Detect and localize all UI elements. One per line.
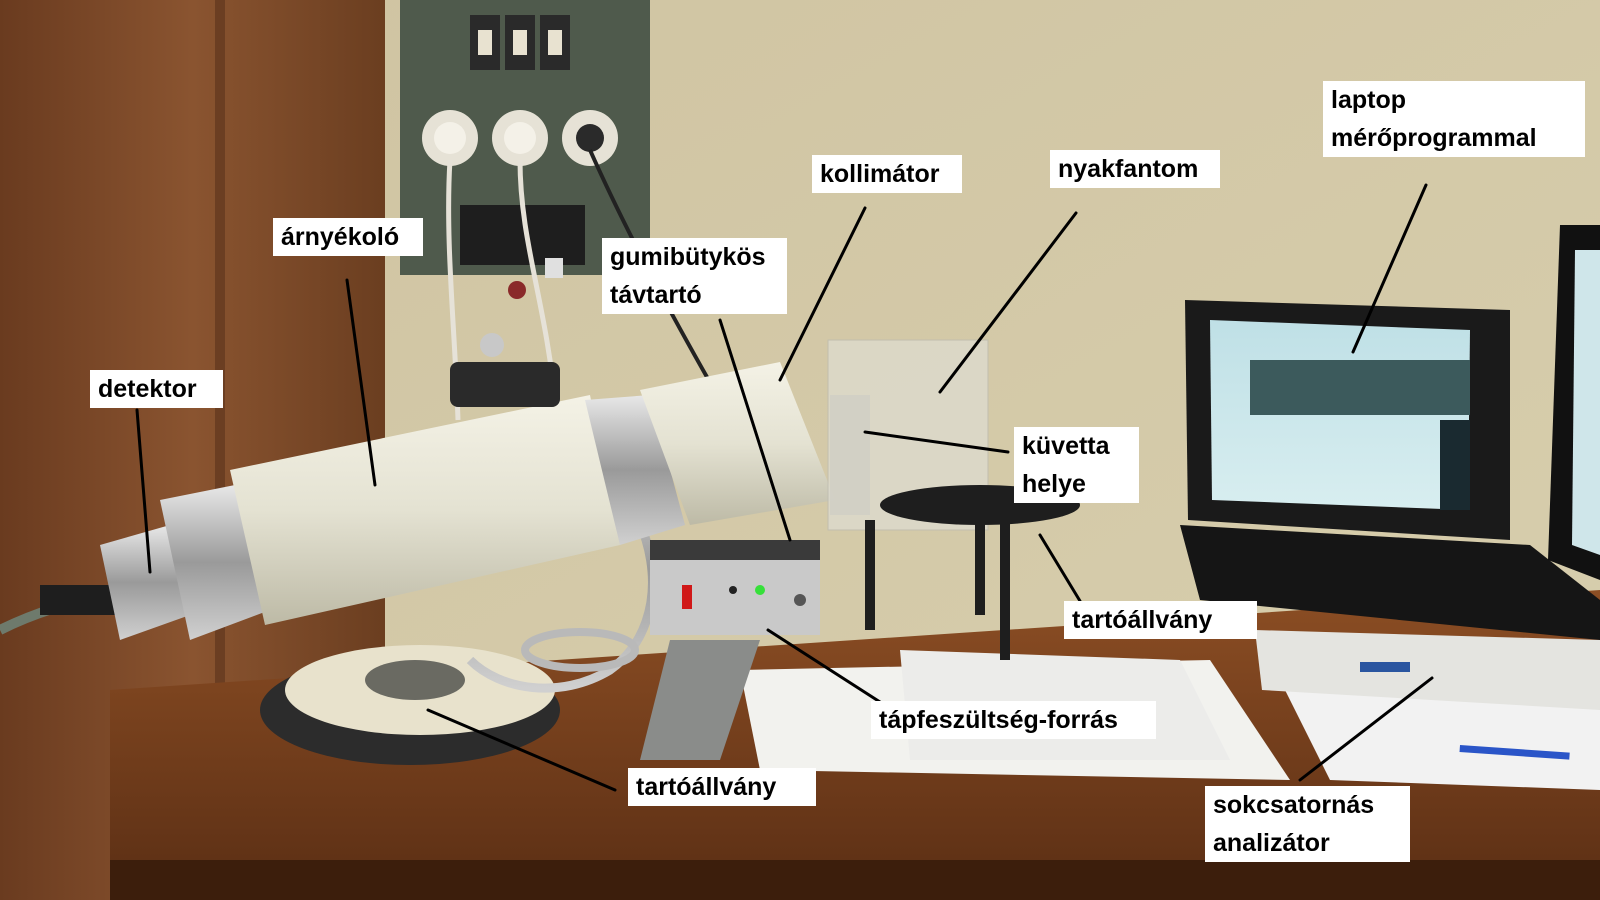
label-gumibutykos-line1: gumibütykös bbox=[610, 243, 766, 271]
label-kollimator-text: kollimátor bbox=[820, 160, 940, 188]
label-laptop-line1: laptop bbox=[1331, 86, 1406, 114]
leader-kuvetta bbox=[863, 430, 1010, 454]
label-nyakfantom-text: nyakfantom bbox=[1058, 155, 1199, 183]
label-tartoallvany-right-text: tartóállvány bbox=[1072, 606, 1213, 634]
label-laptop-line2: mérőprogrammal bbox=[1331, 124, 1537, 152]
leader-gumibutykos bbox=[718, 318, 792, 542]
label-gumibutykos-line2: távtartó bbox=[610, 281, 702, 309]
label-tartoallvany-bottom: tartóállvány bbox=[628, 768, 816, 806]
label-tapfeszultseg-text: tápfeszültség-forrás bbox=[879, 706, 1118, 734]
label-kollimator: kollimátor bbox=[812, 155, 962, 193]
label-kuvetta-line2: helye bbox=[1022, 470, 1086, 498]
multichannel-analyzer bbox=[1255, 630, 1600, 710]
leader-detektor bbox=[135, 408, 152, 574]
label-gumibutykos-tavtarto: gumibütykös távtartó bbox=[602, 238, 787, 314]
label-laptop-meroprogrammal: laptop mérőprogrammal bbox=[1323, 81, 1585, 157]
label-detektor-text: detektor bbox=[98, 375, 197, 403]
leader-tartoallvany-bottom bbox=[426, 708, 617, 792]
label-tartoallvany-right: tartóállvány bbox=[1064, 601, 1257, 639]
leader-tartoallvany-right bbox=[1038, 533, 1082, 603]
leader-arnyekolo bbox=[345, 278, 377, 487]
label-sokcsatornas-analizator: sokcsatornás analizátor bbox=[1205, 786, 1410, 862]
leader-sokcsatornas bbox=[1298, 676, 1434, 782]
label-tapfeszultseg-forras: tápfeszültség-forrás bbox=[871, 701, 1156, 739]
gray-ruler bbox=[640, 640, 760, 760]
label-arnyekolo: árnyékoló bbox=[273, 218, 423, 256]
detector-assembly bbox=[0, 333, 835, 640]
laptop bbox=[1180, 225, 1600, 640]
leader-kollimator bbox=[778, 206, 867, 382]
label-tartoallvany-bottom-text: tartóállvány bbox=[636, 773, 777, 801]
label-arnyekolo-text: árnyékoló bbox=[281, 223, 400, 251]
label-kuvetta-helye: küvetta helye bbox=[1014, 427, 1139, 503]
power-supply bbox=[650, 540, 820, 635]
leader-lines bbox=[135, 183, 1434, 792]
label-detektor: detektor bbox=[90, 370, 223, 408]
leader-tapfeszultseg bbox=[766, 628, 882, 704]
label-kuvetta-line1: küvetta bbox=[1022, 432, 1110, 460]
leader-nyakfantom bbox=[938, 211, 1078, 394]
leader-laptop bbox=[1351, 183, 1428, 354]
label-nyakfantom: nyakfantom bbox=[1050, 150, 1220, 188]
label-sokcsatornas-line2: analizátor bbox=[1213, 829, 1330, 857]
label-sokcsatornas-line1: sokcsatornás bbox=[1213, 791, 1375, 819]
